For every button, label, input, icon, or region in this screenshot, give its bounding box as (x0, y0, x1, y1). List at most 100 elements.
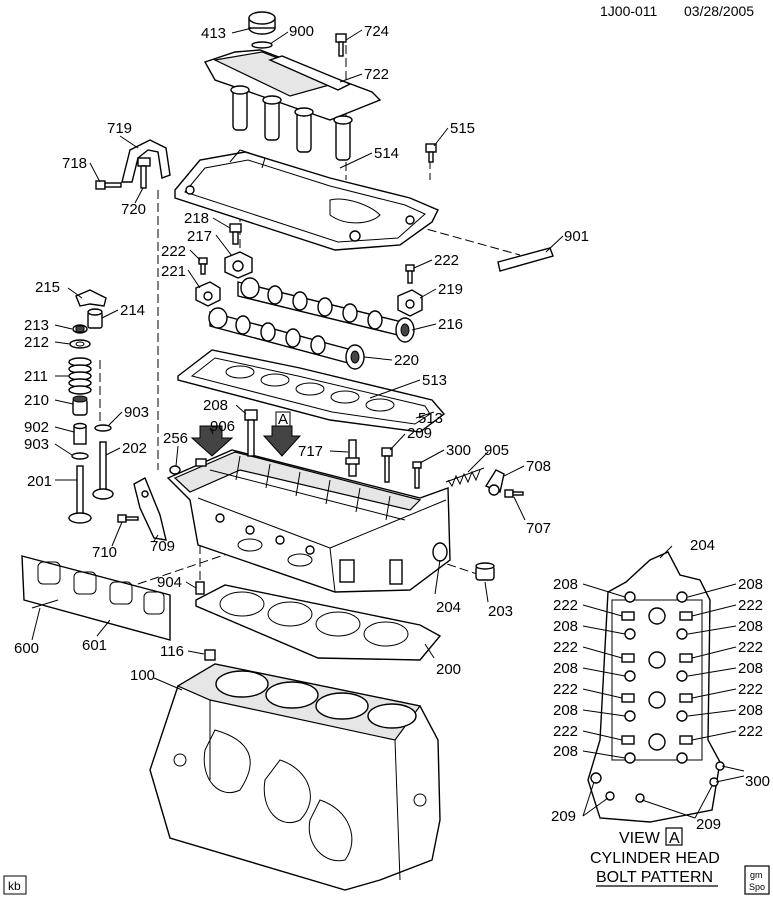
callout-217: 217 (187, 228, 212, 245)
artist-tag-text: kb (8, 879, 21, 893)
dowel-904 (195, 581, 205, 595)
logo-text-bottom: Spo (749, 882, 765, 892)
cam-bolt-222-left (198, 257, 208, 275)
bolt-707 (504, 489, 524, 498)
cam-bolt-218 (229, 223, 242, 245)
plug-203 (475, 562, 495, 581)
inset-callout-222-4: 222 (738, 639, 763, 656)
callout-211: 211 (24, 368, 48, 385)
camshaft-intake (237, 277, 415, 343)
valve-guide-902 (73, 422, 87, 445)
callout-214: 214 (120, 302, 145, 319)
callout-707: 707 (526, 520, 551, 537)
callout-204-head: 204 (436, 599, 461, 616)
callout-413: 413 (201, 25, 226, 42)
callout-722: 722 (364, 66, 389, 83)
callout-204-inset: 204 (690, 537, 715, 554)
callout-219: 219 (438, 281, 463, 298)
bolt-710 (117, 514, 139, 523)
valve-cover (174, 149, 439, 251)
spring-retainer (69, 339, 91, 349)
valve-cover-gasket (177, 349, 446, 433)
callout-208-main: 208 (203, 397, 228, 414)
inset-callout-222-3: 222 (553, 639, 578, 656)
oil-cap-seal (251, 41, 273, 49)
spring-905 (445, 467, 485, 488)
callout-513-lower: 513 (418, 410, 443, 427)
callout-719: 719 (107, 120, 132, 137)
callout-600: 600 (14, 640, 39, 657)
head-bolt-208 (244, 409, 258, 457)
inset-callout-222-8: 222 (738, 723, 763, 740)
callout-710: 710 (92, 544, 117, 561)
inset-callout-208-5: 208 (553, 660, 578, 677)
inset-callout-208-2: 208 (738, 576, 763, 593)
manifold-stud-600 (31, 599, 59, 609)
valve-intake-201 (68, 465, 92, 524)
callout-215: 215 (35, 279, 60, 296)
inset-callout-208-8: 208 (738, 702, 763, 719)
view-arrow-906 (190, 425, 234, 457)
bracket-709 (133, 477, 167, 541)
inset-callout-208-6: 208 (738, 660, 763, 677)
cam-bolt-222-right (405, 264, 415, 284)
stud-717 (345, 439, 360, 477)
callout-116: 116 (160, 643, 184, 660)
callout-220: 220 (394, 352, 419, 369)
callout-724: 724 (364, 23, 389, 40)
cam-cap-217 (224, 251, 253, 279)
gm-spo-logo: gm Spo (744, 865, 770, 895)
callout-218: 218 (184, 210, 209, 227)
lash-adjuster (87, 308, 103, 329)
callout-256: 256 (163, 430, 188, 447)
harness-bracket (121, 139, 171, 183)
callout-210: 210 (24, 392, 49, 409)
view-caption-title: CYLINDER HEAD (590, 850, 720, 867)
callout-100: 100 (130, 667, 155, 684)
callout-201: 201 (27, 473, 52, 490)
callout-200: 200 (436, 661, 461, 678)
callout-514: 514 (374, 145, 399, 162)
inset-callout-222-6: 222 (738, 681, 763, 698)
cover-bolt-515 (425, 143, 437, 163)
inset-callout-222-5: 222 (553, 681, 578, 698)
inset-callout-208-9: 208 (553, 743, 578, 760)
callout-717: 717 (298, 443, 323, 460)
callout-601: 601 (82, 637, 107, 654)
callout-906: 906 (210, 418, 235, 435)
callout-900: 900 (289, 23, 314, 40)
callout-709: 709 (150, 538, 175, 555)
callout-209-main: 209 (407, 425, 432, 442)
callout-300-main: 300 (446, 442, 471, 459)
inset-callout-222-2: 222 (738, 597, 763, 614)
callout-901: 901 (564, 228, 589, 245)
head-gasket (195, 584, 442, 661)
bracket-bolt-718 (95, 180, 122, 190)
oil-fill-cap (248, 11, 276, 35)
view-arrow-letter: A (278, 411, 288, 428)
callout-903-upper: 903 (124, 404, 149, 421)
doc-id: 1J00-011 (600, 3, 658, 19)
callout-203: 203 (488, 603, 513, 620)
inset-callout-222-1: 222 (553, 597, 578, 614)
inset-callout-222-7: 222 (553, 723, 578, 740)
stud-300 (412, 461, 422, 489)
view-caption: VIEW A CYLINDER HEAD BOLT PATTERN (590, 827, 720, 887)
valve-spring (68, 357, 92, 395)
cylinder-head (166, 449, 451, 593)
callout-513-upper: 513 (422, 372, 447, 389)
valve-rocker-arm (75, 289, 107, 307)
sealant-strip (497, 247, 554, 272)
callout-212: 212 (24, 334, 49, 351)
bracket-stud-720 (137, 157, 151, 189)
view-a-inset (587, 551, 725, 823)
camshaft-exhaust (208, 307, 365, 370)
callout-515: 515 (450, 120, 475, 137)
view-caption-prefix: VIEW (619, 830, 661, 847)
inset-callout-208-7: 208 (553, 702, 578, 719)
callout-221: 221 (161, 263, 186, 280)
callout-903-lower: 903 (24, 436, 49, 453)
valve-stem-seal (72, 395, 88, 416)
